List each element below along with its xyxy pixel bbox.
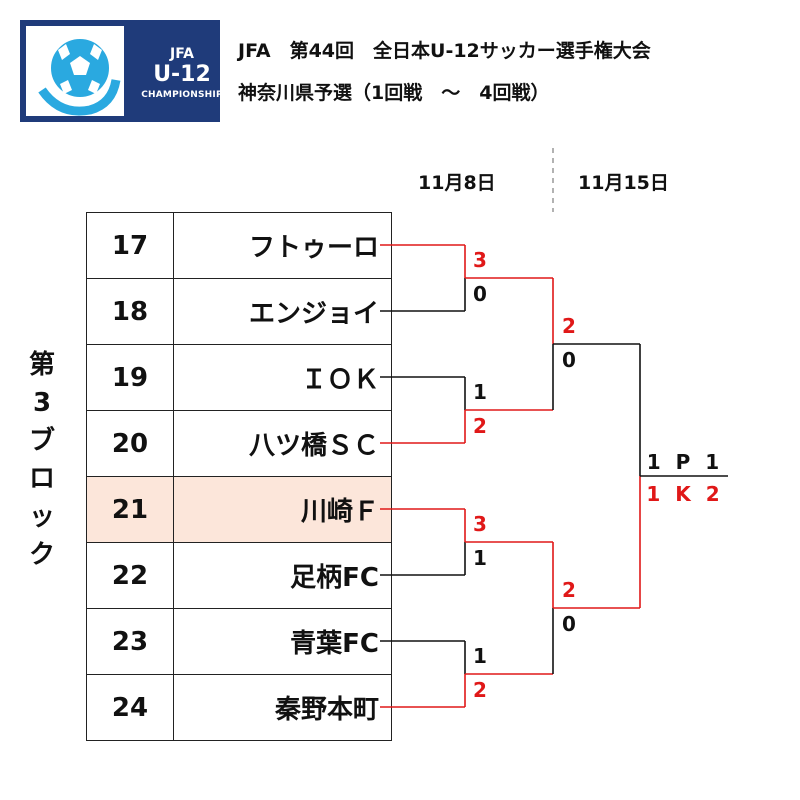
match-score: 0 (562, 348, 576, 372)
team-name: 秦野本町 (173, 674, 392, 741)
team-number: 23 (86, 608, 174, 675)
logo-championship-text: CHAMPIONSHIP (141, 90, 223, 100)
team-name: ＩＯＫ (173, 344, 392, 411)
team-number: 20 (86, 410, 174, 477)
tournament-subtitle: 神奈川県予選（1回戦 ～ 4回戦） (238, 82, 550, 104)
jfa-u12-logo: JFA U-12 CHAMPIONSHIP (20, 20, 223, 122)
match-score: 2 (473, 678, 487, 702)
pk-score-top: 1 P 1 (646, 450, 724, 474)
match-score: 3 (473, 248, 487, 272)
team-name: フトゥーロ (173, 212, 392, 279)
team-number: 22 (86, 542, 174, 609)
match-score: 3 (473, 512, 487, 536)
match-score: 1 (473, 644, 487, 668)
match-score: 2 (562, 314, 576, 338)
match-score: 1 (473, 380, 487, 404)
team-name: 川崎Ｆ (173, 476, 392, 543)
team-number: 19 (86, 344, 174, 411)
team-number: 24 (86, 674, 174, 741)
team-name: 足柄FC (173, 542, 392, 609)
tournament-title: JFA 第44回 全日本U-12サッカー選手権大会 (238, 40, 651, 62)
logo-u12-text: U-12 (153, 62, 211, 87)
block-label: 第 3 ブ ロ ッ ク (28, 350, 55, 570)
team-number: 21 (86, 476, 174, 543)
pk-score-bottom: 1 K 2 (646, 482, 724, 506)
date-round2: 11月15日 (578, 172, 669, 194)
match-score: 0 (562, 612, 576, 636)
match-score: 0 (473, 282, 487, 306)
team-name: 青葉FC (173, 608, 392, 675)
match-score: 2 (473, 414, 487, 438)
date-round1: 11月8日 (418, 172, 496, 194)
match-score: 2 (562, 578, 576, 602)
logo-jfa-text: JFA (169, 46, 194, 62)
soccer-ball-icon (20, 20, 220, 122)
match-score: 1 (473, 546, 487, 570)
team-name: 八ツ橋ＳＣ (173, 410, 392, 477)
